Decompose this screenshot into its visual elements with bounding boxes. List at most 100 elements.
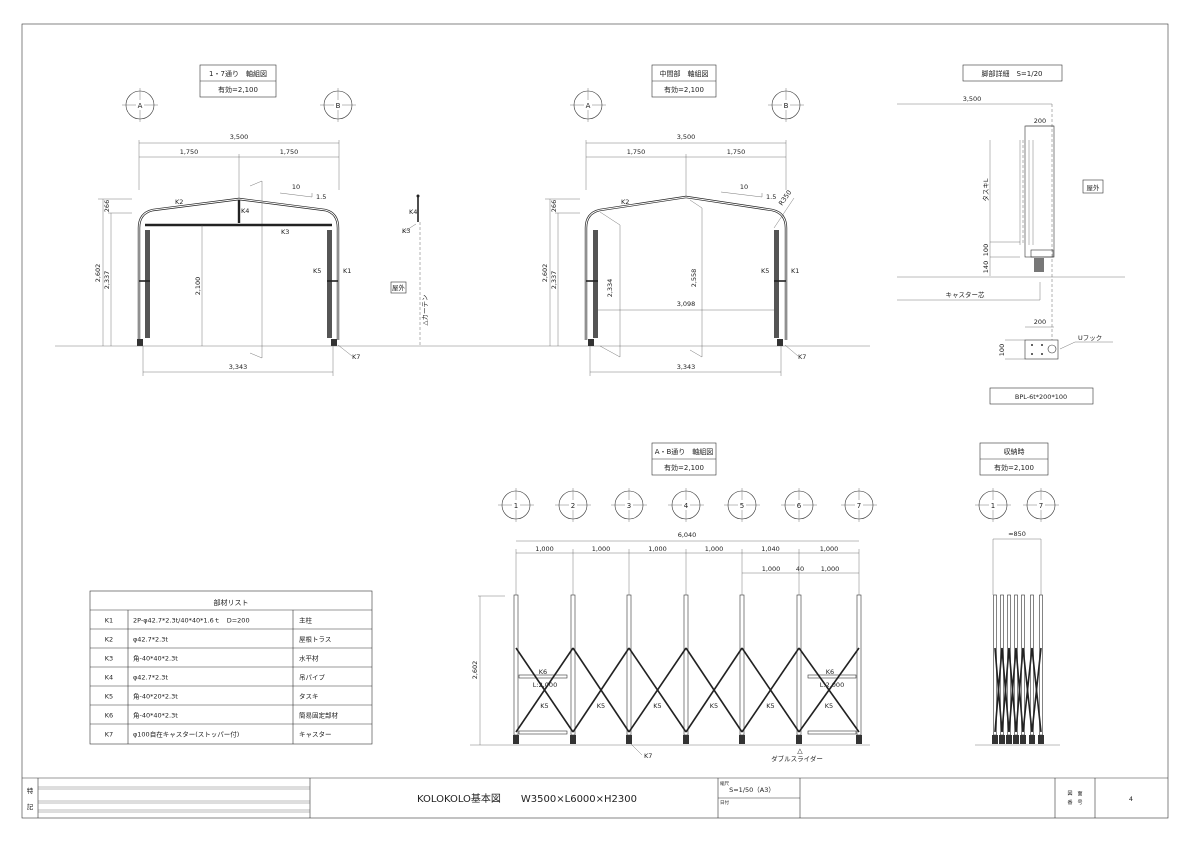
part-name: 吊パイプ bbox=[299, 674, 326, 682]
caster bbox=[1020, 735, 1026, 744]
dim-overall: 3,500 bbox=[677, 133, 696, 141]
part-code: K7 bbox=[105, 731, 113, 739]
dim-bay: 1,000 bbox=[592, 545, 611, 553]
grid-mask bbox=[989, 500, 997, 510]
label-k5: K5 bbox=[761, 267, 769, 275]
part-name: 簡易固定部材 bbox=[299, 711, 339, 720]
x-brace-k5 bbox=[515, 647, 574, 733]
scale-value: S=1/50（A3） bbox=[729, 786, 775, 794]
grid-label: 3 bbox=[627, 502, 631, 510]
part-name: キャスター bbox=[299, 730, 332, 739]
caster bbox=[1038, 735, 1044, 744]
dim-radius: R350 bbox=[777, 189, 793, 207]
label-k5: K5 bbox=[710, 702, 718, 710]
x-brace-k5 bbox=[572, 647, 630, 733]
caster bbox=[992, 735, 998, 744]
dim-overall: 6,040 bbox=[678, 531, 697, 539]
table-row: K3 角-40*40*2.3t 水平材 bbox=[105, 654, 319, 663]
grid-label: 1 bbox=[514, 502, 518, 510]
grid-mask bbox=[1037, 500, 1045, 510]
part-spec: φ42.7*2.3t bbox=[133, 674, 168, 682]
dim-height-roof: 266 bbox=[103, 200, 111, 212]
dim-half-right: 1,750 bbox=[727, 148, 746, 156]
dim-height-total: 2,602 bbox=[94, 264, 102, 283]
dim-sub-3: 1,000 bbox=[821, 565, 840, 573]
grid-label: 7 bbox=[857, 502, 861, 510]
brace-k5-right bbox=[327, 230, 332, 338]
grid-bubble: 3 bbox=[611, 488, 647, 522]
grid-mask bbox=[625, 500, 633, 510]
view-title: 1・7通り 軸組図 bbox=[209, 69, 267, 78]
dim-plate-h: 100 bbox=[998, 344, 1006, 356]
grid-bubble-a: A bbox=[570, 88, 606, 122]
dim-half-left: 1,750 bbox=[180, 148, 199, 156]
part-code: K3 bbox=[105, 655, 113, 663]
column-post bbox=[513, 594, 519, 736]
dim-sub-2: 40 bbox=[796, 565, 804, 573]
caster bbox=[683, 735, 689, 744]
grid-label: 6 bbox=[797, 502, 802, 510]
caster bbox=[856, 735, 862, 744]
dim-bay: 1,000 bbox=[648, 545, 667, 553]
grid-bubble-b: B bbox=[320, 88, 356, 122]
part-code: K4 bbox=[105, 674, 113, 682]
part-spec: 角-40*40*2.3t bbox=[133, 711, 178, 720]
slope-run: 10 bbox=[292, 183, 300, 191]
label-k6-right: K6 bbox=[826, 668, 834, 676]
view-subtitle: 有効=2,100 bbox=[664, 463, 704, 472]
label-k5: K5 bbox=[597, 702, 605, 710]
stored-brace bbox=[1008, 647, 1017, 733]
k6-bar-left bbox=[518, 674, 568, 679]
caster bbox=[1006, 735, 1012, 744]
grid-mask bbox=[855, 500, 863, 510]
notes-label-2: 記 bbox=[27, 802, 34, 811]
u-hook-label: Uフック bbox=[1078, 334, 1102, 342]
grid-label: 1 bbox=[991, 502, 995, 510]
dim-height-roof: 266 bbox=[550, 200, 558, 212]
caster-left bbox=[137, 339, 143, 346]
drawing-no-label-1: 図 面 bbox=[1067, 791, 1082, 797]
parts-list-title: 部材リスト bbox=[214, 598, 249, 607]
label-length-left: L:2,000 bbox=[533, 681, 557, 689]
base-plate-label: BPL-6t*200*100 bbox=[1015, 393, 1067, 401]
side-label-k3: K3 bbox=[402, 227, 410, 235]
caster bbox=[1013, 735, 1019, 744]
part-spec: 角-40*40*2.3t bbox=[133, 654, 178, 663]
stored-brace bbox=[1015, 647, 1024, 733]
slider-marker: △ bbox=[797, 747, 803, 755]
dim-base: 3,343 bbox=[677, 363, 696, 371]
part-code: K6 bbox=[105, 712, 113, 720]
dim-height-eave: 2,337 bbox=[550, 271, 558, 290]
sheet-border bbox=[21, 23, 1169, 819]
dim-height-total: 2,602 bbox=[541, 264, 549, 283]
side-label-k4: K4 bbox=[409, 208, 417, 216]
part-name: 水平材 bbox=[299, 654, 319, 663]
x-brace-k5 bbox=[628, 647, 687, 733]
svg-text:B: B bbox=[336, 102, 341, 110]
dim-col: 200 bbox=[1034, 117, 1046, 125]
grid-bubble: 2 bbox=[555, 488, 591, 522]
view-frame-1-7: 1・7通り 軸組図 有効=2,100 A B 3,500 1,750 1,750… bbox=[94, 64, 429, 376]
label-k7: K7 bbox=[644, 752, 652, 760]
base-plate bbox=[1024, 339, 1059, 360]
part-spec: 角-40*20*2.3t bbox=[133, 692, 178, 701]
column-detail bbox=[1024, 125, 1055, 258]
column-post bbox=[856, 594, 862, 736]
date-label: 日付 bbox=[720, 799, 729, 806]
outside-label: 屋外 bbox=[392, 283, 406, 292]
view-title: 収納時 bbox=[1004, 447, 1025, 456]
caster bbox=[513, 735, 519, 744]
grid-bubble: 1 bbox=[498, 488, 534, 522]
column-post bbox=[626, 594, 632, 736]
grid-label: 4 bbox=[684, 502, 689, 510]
stored-brace bbox=[994, 647, 1003, 733]
caster bbox=[796, 735, 802, 744]
dim-clear-height: 2,100 bbox=[194, 277, 202, 296]
view-frame-middle: 中間部 軸組図 有効=2,100 A B 3,500 1,750 1,750 1… bbox=[541, 64, 806, 376]
label-k4: K4 bbox=[241, 207, 249, 215]
part-spec: φ100自在キャスター(ストッパー付) bbox=[133, 730, 239, 739]
view-title: 脚部詳細 S=1/20 bbox=[981, 69, 1042, 78]
